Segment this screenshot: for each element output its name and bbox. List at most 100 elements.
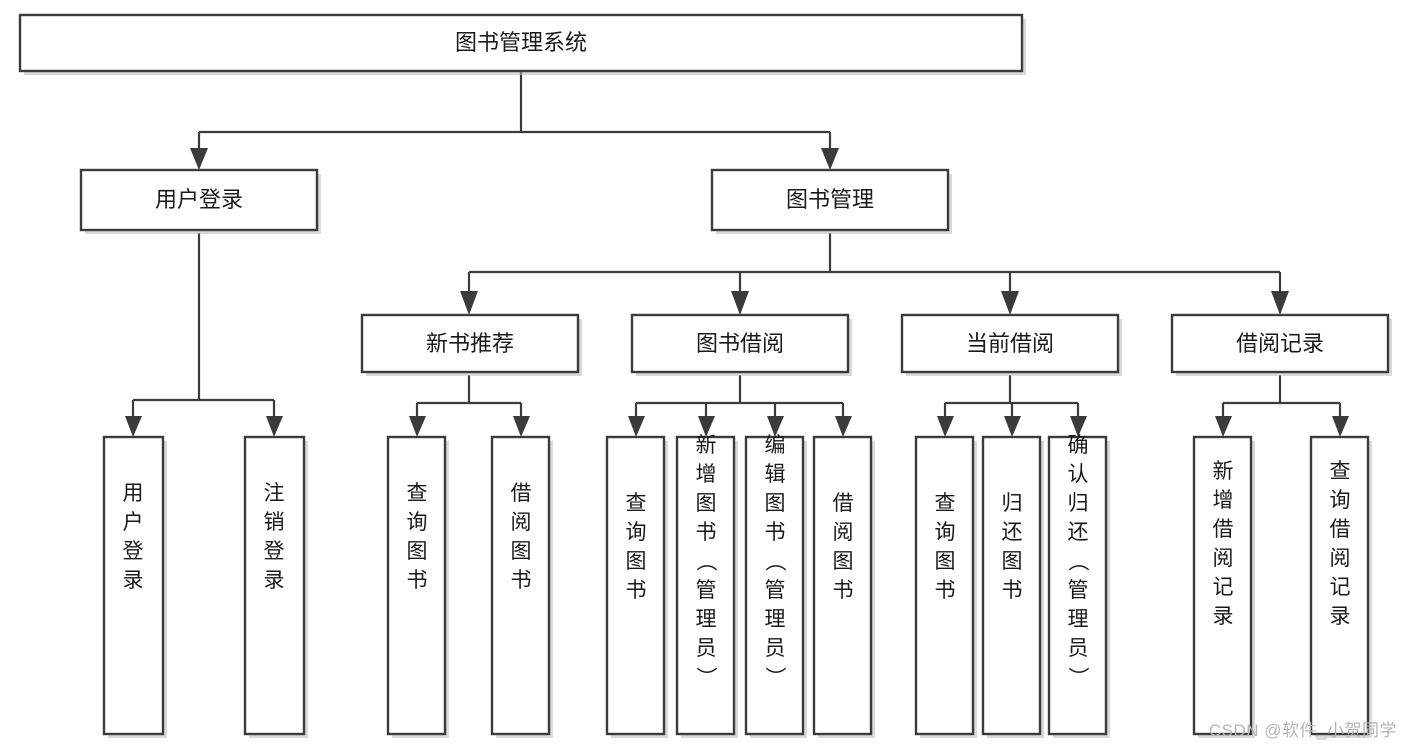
svg-text:借: 借 bbox=[1213, 518, 1234, 541]
svg-text:录: 录 bbox=[123, 569, 144, 592]
node-leaf-query-borrow-record-box[interactable] bbox=[1309, 435, 1370, 736]
svg-text:注: 注 bbox=[264, 482, 285, 505]
svg-text:书: 书 bbox=[765, 521, 786, 544]
node-leaf-add-borrow-record-box[interactable] bbox=[1192, 435, 1253, 736]
node-leaf-logout-login-box[interactable] bbox=[243, 435, 306, 736]
svg-text:借: 借 bbox=[1330, 518, 1351, 541]
node-borrow-record-label: 借阅记录 bbox=[1236, 331, 1324, 356]
arrow-to-leaf-query-book-1 bbox=[409, 416, 426, 437]
arrow-to-new-book-recommend bbox=[460, 291, 478, 315]
svg-text:图: 图 bbox=[935, 550, 956, 573]
svg-text:登: 登 bbox=[123, 540, 144, 563]
svg-text:用: 用 bbox=[123, 482, 144, 505]
svg-text:增: 增 bbox=[1213, 489, 1234, 512]
svg-text:销: 销 bbox=[264, 511, 285, 534]
svg-text:增: 增 bbox=[696, 463, 717, 486]
arrow-to-leaf-query-borrow-record bbox=[1332, 416, 1349, 437]
svg-text:询: 询 bbox=[407, 511, 428, 534]
node-leaf-edit-book-admin-box[interactable] bbox=[744, 435, 805, 736]
svg-text:（: （ bbox=[763, 551, 786, 572]
svg-text:归: 归 bbox=[1068, 492, 1089, 515]
svg-text:阅: 阅 bbox=[511, 511, 532, 534]
svg-text:确: 确 bbox=[1068, 434, 1089, 457]
svg-text:）: ） bbox=[1066, 667, 1089, 688]
svg-text:询: 询 bbox=[1330, 489, 1351, 512]
node-current-borrow-box[interactable] bbox=[900, 313, 1120, 374]
arrow-to-leaf-query-book-3 bbox=[937, 416, 954, 437]
node-leaf-borrow-book-2-box[interactable] bbox=[812, 435, 873, 736]
arrow-to-leaf-return-book bbox=[1004, 416, 1021, 437]
node-new-book-recommend[interactable]: 新书推荐 bbox=[360, 313, 582, 376]
svg-text:查: 查 bbox=[935, 492, 956, 515]
svg-text:录: 录 bbox=[1330, 605, 1351, 628]
svg-text:图: 图 bbox=[765, 492, 786, 515]
arrow-to-leaf-query-book-2 bbox=[628, 416, 645, 437]
node-leaf-confirm-return-admin-box[interactable] bbox=[1047, 435, 1108, 736]
node-current-borrow-label: 当前借阅 bbox=[966, 331, 1054, 356]
svg-text:还: 还 bbox=[1068, 521, 1089, 544]
svg-text:新: 新 bbox=[1213, 460, 1234, 483]
arrow-to-leaf-borrow-book-2 bbox=[835, 416, 852, 437]
node-leaf-borrow-book-1-box[interactable] bbox=[490, 435, 551, 736]
svg-text:录: 录 bbox=[1213, 605, 1234, 628]
node-book-borrow-box[interactable] bbox=[630, 313, 850, 374]
arrow-to-leaf-confirm-return-admin bbox=[1070, 416, 1087, 437]
node-leaf-return-book-box[interactable] bbox=[981, 435, 1042, 736]
node-book-manage-box[interactable] bbox=[710, 168, 950, 232]
svg-text:管: 管 bbox=[696, 579, 717, 602]
svg-text:理: 理 bbox=[1068, 608, 1089, 631]
node-root-box[interactable] bbox=[18, 13, 1024, 73]
node-book-manage[interactable]: 图书管理 bbox=[710, 168, 952, 234]
node-leaf-user-login-box[interactable] bbox=[102, 435, 165, 736]
svg-text:阅: 阅 bbox=[1330, 547, 1351, 570]
svg-text:查: 查 bbox=[1330, 460, 1351, 483]
svg-text:借: 借 bbox=[833, 492, 854, 515]
node-borrow-record[interactable]: 借阅记录 bbox=[1170, 313, 1392, 376]
node-user-login-label: 用户登录 bbox=[155, 187, 243, 212]
svg-text:书: 书 bbox=[626, 579, 647, 602]
node-book-borrow-label: 图书借阅 bbox=[696, 331, 784, 356]
node-leaf-user-login[interactable]: 用户登录 bbox=[102, 435, 167, 738]
node-borrow-record-box[interactable] bbox=[1170, 313, 1390, 374]
svg-text:书: 书 bbox=[1002, 579, 1023, 602]
svg-text:（: （ bbox=[694, 551, 717, 572]
svg-text:户: 户 bbox=[123, 511, 144, 534]
node-leaf-query-book-1-box[interactable] bbox=[386, 435, 447, 736]
node-root[interactable]: 图书管理系统 bbox=[18, 13, 1026, 75]
node-user-login[interactable]: 用户登录 bbox=[79, 168, 321, 234]
node-leaf-query-book-2-box[interactable] bbox=[605, 435, 666, 736]
svg-text:图: 图 bbox=[626, 550, 647, 573]
svg-text:新: 新 bbox=[696, 434, 717, 457]
arrow-to-current-borrow bbox=[1001, 291, 1019, 315]
svg-text:）: ） bbox=[694, 667, 717, 688]
node-leaf-query-book-3-box[interactable] bbox=[914, 435, 975, 736]
node-current-borrow[interactable]: 当前借阅 bbox=[900, 313, 1122, 376]
arrow-to-leaf-borrow-book-1 bbox=[513, 416, 530, 437]
node-user-login-box[interactable] bbox=[79, 168, 319, 232]
svg-text:阅: 阅 bbox=[833, 521, 854, 544]
node-leaf-add-book-admin-box[interactable] bbox=[675, 435, 736, 736]
arrow-root-to-book-manage bbox=[821, 148, 839, 170]
svg-text:编: 编 bbox=[765, 434, 786, 457]
node-book-borrow[interactable]: 图书借阅 bbox=[630, 313, 852, 376]
node-new-book-recommend-label: 新书推荐 bbox=[426, 331, 514, 356]
node-new-book-recommend-box[interactable] bbox=[360, 313, 580, 374]
